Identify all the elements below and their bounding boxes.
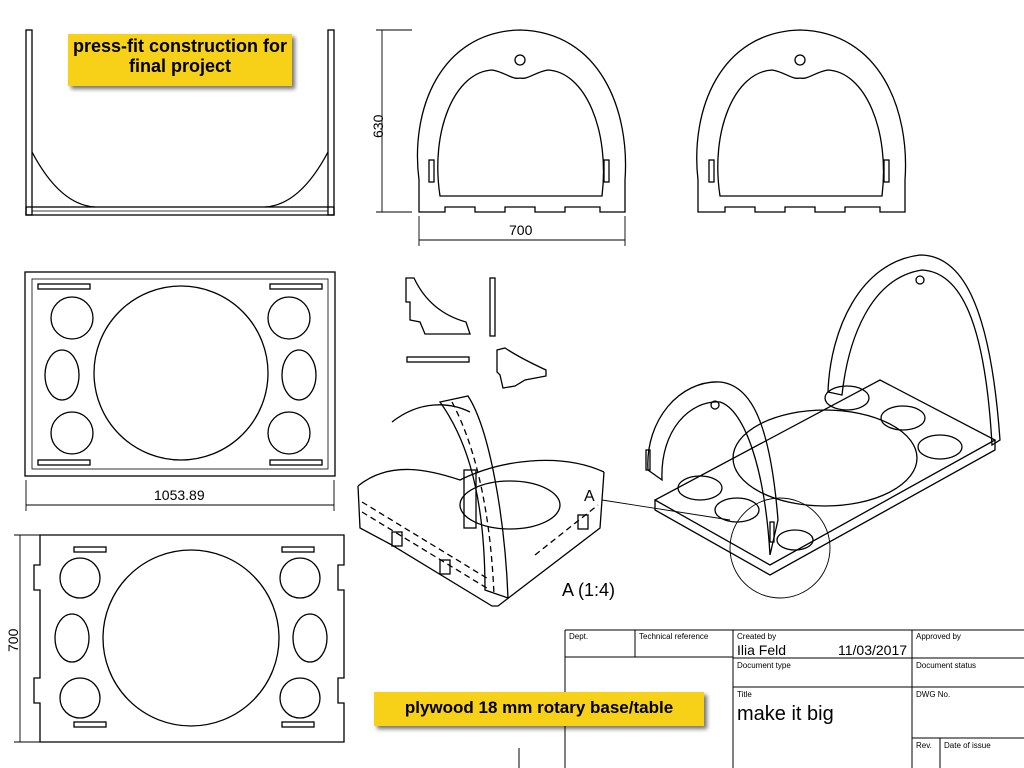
detail-scale-label: A (1:4): [562, 580, 616, 600]
small-parts: [405, 277, 547, 389]
created-by-value: Ilia Feld: [737, 642, 787, 658]
side-panel-view-1: [416, 29, 627, 213]
detail-marker: A: [584, 488, 595, 505]
side-panel-view-2: [696, 29, 907, 213]
title-label: Title: [737, 690, 752, 699]
detail-a-view: [357, 395, 605, 607]
date-of-issue-label: Date of issue: [944, 741, 991, 750]
dept-label: Dept.: [569, 632, 589, 641]
dim-width-side: 700: [509, 222, 533, 238]
title-value: make it big: [737, 703, 834, 725]
material-callout: plywood 18 mm rotary base/table: [374, 692, 704, 726]
date-value: 11/03/2017: [838, 642, 908, 658]
dim-height-side: 630: [370, 114, 386, 138]
top-view: [24, 271, 336, 477]
isometric-assembly: [645, 254, 1001, 576]
front-view: [25, 29, 335, 216]
dim-width-base: 700: [5, 628, 21, 652]
doc-type-label: Document type: [737, 661, 791, 670]
dwg-no-label: DWG No.: [916, 690, 951, 699]
dimension-lines: [14, 29, 626, 743]
tech-ref-label: Technical reference: [639, 632, 709, 641]
created-by-label: Created by: [737, 632, 777, 641]
approved-by-label: Approved by: [916, 632, 961, 641]
construction-callout: press-fit construction for final project: [68, 34, 292, 86]
rev-label: Rev.: [916, 741, 932, 750]
doc-status-label: Document status: [916, 661, 977, 670]
base-plate-view: [33, 534, 345, 743]
dim-length-top: 1053.89: [154, 487, 205, 503]
detail-circle: [601, 497, 831, 599]
title-block-frame: [518, 629, 1024, 768]
